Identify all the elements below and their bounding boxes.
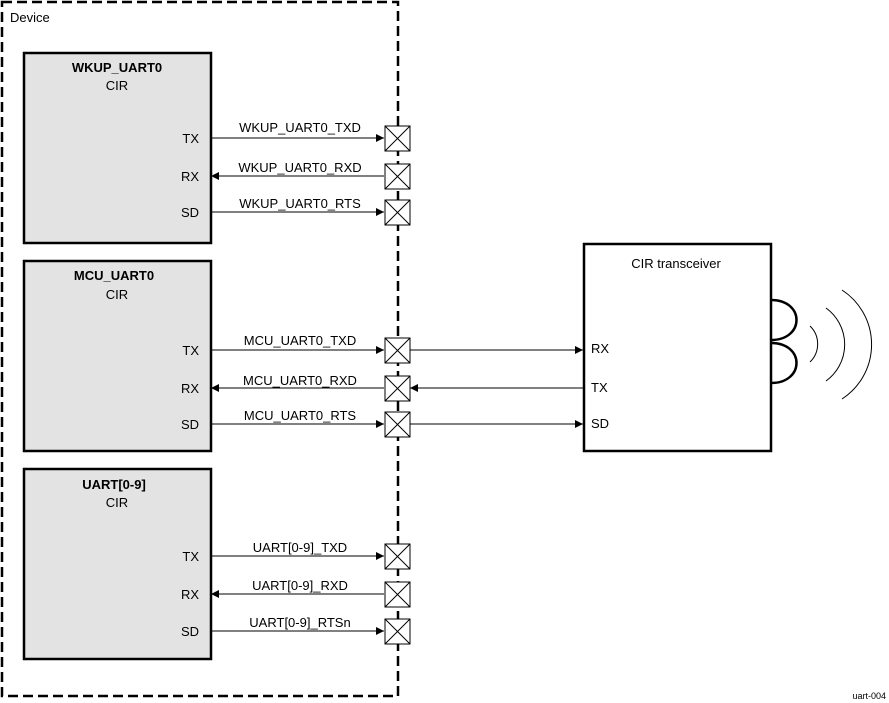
- block-box: [22, 467, 213, 661]
- block-box: [22, 259, 213, 453]
- pad-icon: [384, 163, 411, 190]
- port-tx-label: TX: [182, 549, 199, 564]
- sd-signal-label: UART[0-9]_RTSn: [249, 615, 350, 630]
- port-sd-label: SD: [181, 624, 199, 639]
- pad-icon: [384, 543, 411, 570]
- figure-id: uart-004: [852, 691, 886, 701]
- port-sd-label: SD: [181, 417, 199, 432]
- port-rx-label: RX: [181, 169, 199, 184]
- pad-icon: [384, 375, 411, 402]
- rx-signal-label: WKUP_UART0_RXD: [238, 160, 361, 175]
- pad-icon: [384, 411, 411, 438]
- transceiver-title: CIR transceiver: [631, 256, 721, 271]
- port-rx-label: RX: [181, 587, 199, 602]
- block-subtitle: CIR: [106, 495, 128, 510]
- sd-signal-label: WKUP_UART0_RTS: [239, 196, 361, 211]
- block-title: WKUP_UART0: [72, 60, 162, 75]
- pad-icon: [384, 199, 411, 226]
- ir-wave-icon: [841, 289, 873, 400]
- transceiver-sd-label: SD: [591, 416, 609, 431]
- cir-transceiver: CIR transceiver RX TX SD: [582, 242, 873, 453]
- ir-wave-icon: [825, 307, 846, 382]
- block-title: UART[0-9]: [82, 477, 146, 492]
- ir-receiver-icon: [770, 341, 798, 385]
- pad-icon: [384, 618, 411, 645]
- tx-signal-label: MCU_UART0_TXD: [244, 333, 356, 348]
- ir-emitter-icon: [770, 298, 798, 342]
- port-sd-label: SD: [181, 205, 199, 220]
- port-tx-label: TX: [182, 343, 199, 358]
- block-uart0-9: UART[0-9] CIR TX RX SD UART[0-9]_TXD UAR…: [22, 467, 384, 661]
- rx-signal-label: UART[0-9]_RXD: [252, 578, 348, 593]
- ir-wave-icon: [809, 325, 819, 363]
- device-label: Device: [10, 10, 50, 25]
- tx-signal-label: WKUP_UART0_TXD: [239, 120, 361, 135]
- transceiver-rx-label: RX: [591, 341, 609, 356]
- pad-column: [384, 125, 411, 645]
- block-box: [22, 51, 213, 245]
- pad-icon: [384, 337, 411, 364]
- port-tx-label: TX: [182, 131, 199, 146]
- port-rx-label: RX: [181, 381, 199, 396]
- tx-signal-label: UART[0-9]_TXD: [253, 540, 347, 555]
- block-subtitle: CIR: [106, 287, 128, 302]
- block-wkup-uart0: WKUP_UART0 CIR TX RX SD WKUP_UART0_TXD W…: [22, 51, 384, 245]
- block-title: MCU_UART0: [74, 268, 154, 283]
- transceiver-box: [582, 242, 773, 453]
- rx-signal-label: MCU_UART0_RXD: [243, 373, 357, 388]
- sd-signal-label: MCU_UART0_RTS: [244, 408, 357, 423]
- pad-icon: [384, 581, 411, 608]
- transceiver-connections: [410, 346, 584, 428]
- block-mcu-uart0: MCU_UART0 CIR TX RX SD MCU_UART0_TXD MCU…: [22, 259, 384, 453]
- block-subtitle: CIR: [106, 78, 128, 93]
- pad-icon: [384, 125, 411, 152]
- transceiver-tx-label: TX: [591, 380, 608, 395]
